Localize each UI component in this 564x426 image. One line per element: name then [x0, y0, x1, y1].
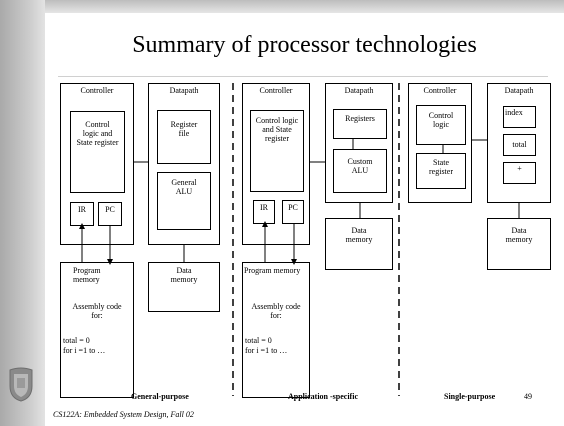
sp-controller-label: Controller [423, 86, 457, 95]
sp-total-label: total [512, 140, 527, 149]
gp-program-memory-box [60, 262, 134, 398]
asp-control-logic-box [250, 110, 304, 192]
gp-alu-box [157, 172, 211, 230]
sp-data-memory-box [487, 218, 551, 270]
asp-alu-label: Custom ALU [347, 157, 373, 176]
gp-program-memory-label: Program memory [73, 266, 101, 285]
gp-controller-label: Controller [80, 86, 114, 95]
page-number: 49 [524, 392, 532, 401]
asp-ir-label: IR [260, 203, 268, 212]
slide-title: Summary of processor technologies [132, 32, 477, 58]
title-underline [58, 76, 548, 77]
gp-datapath-label: Datapath [169, 86, 199, 95]
gp-control-logic-label: Control logic and State register [76, 120, 119, 148]
sp-datapath-box [487, 83, 551, 203]
sp-controller-box [408, 83, 472, 203]
gp-ir-register [70, 202, 94, 226]
gp-pc-register [98, 202, 122, 226]
asp-pc-register [282, 200, 304, 224]
asp-control-logic-label: Control logic and State register [255, 116, 299, 144]
asp-data-memory-label: Data memory [345, 226, 373, 245]
sp-total-register [503, 134, 536, 156]
asp-datapath-box [325, 83, 393, 203]
gp-code-snippet: total = 0 for i =1 to … [63, 336, 106, 355]
footer-course-label: CS122A: Embedded System Design, Fall 02 [53, 410, 194, 419]
sp-index-label: index [505, 108, 523, 117]
top-decorative-band [45, 0, 564, 13]
gp-pc-label: PC [105, 205, 115, 214]
asp-program-memory-box [242, 262, 310, 398]
gp-caption: General-purpose [131, 392, 189, 401]
sp-adder-label: + [517, 164, 522, 173]
gp-control-logic-box [70, 111, 125, 193]
gp-data-memory-label: Data memory [170, 266, 198, 285]
asp-controller-box [242, 83, 310, 245]
sp-caption: Single-purpose [444, 392, 496, 401]
university-logo-icon [9, 367, 33, 402]
asp-ir-register [253, 200, 275, 224]
sp-data-memory-label: Data memory [505, 226, 533, 245]
asp-program-memory-label: Program memory [244, 266, 301, 275]
asp-pc-label: PC [288, 203, 298, 212]
left-decorative-band [0, 0, 45, 426]
asp-registers-label: Registers [345, 114, 375, 123]
sp-datapath-label: Datapath [504, 86, 534, 95]
gp-ir-label: IR [78, 205, 86, 214]
gp-alu-label: General ALU [171, 178, 197, 197]
gp-data-memory-box [148, 262, 220, 312]
gp-controller-box [60, 83, 134, 245]
sp-adder-box [503, 162, 536, 184]
gp-assembly-label: Assembly code for: [72, 302, 122, 321]
gp-datapath-box [148, 83, 220, 245]
asp-assembly-label: Assembly code for: [251, 302, 301, 321]
asp-alu-box [333, 149, 387, 193]
sp-index-register [503, 106, 536, 128]
sp-state-register-box [416, 153, 466, 189]
sp-control-logic-label: Control logic [428, 111, 454, 130]
asp-datapath-label: Datapath [344, 86, 374, 95]
asp-controller-label: Controller [259, 86, 293, 95]
sp-control-logic-box [416, 105, 466, 145]
asp-registers-box [333, 109, 387, 139]
asp-code-snippet: total = 0 for i =1 to … [245, 336, 288, 355]
asp-data-memory-box [325, 218, 393, 270]
sp-state-register-label: State register [429, 158, 453, 177]
gp-register-file-box [157, 110, 211, 164]
asp-caption: Application -specific [288, 392, 358, 401]
gp-register-file-label: Register file [170, 120, 198, 139]
